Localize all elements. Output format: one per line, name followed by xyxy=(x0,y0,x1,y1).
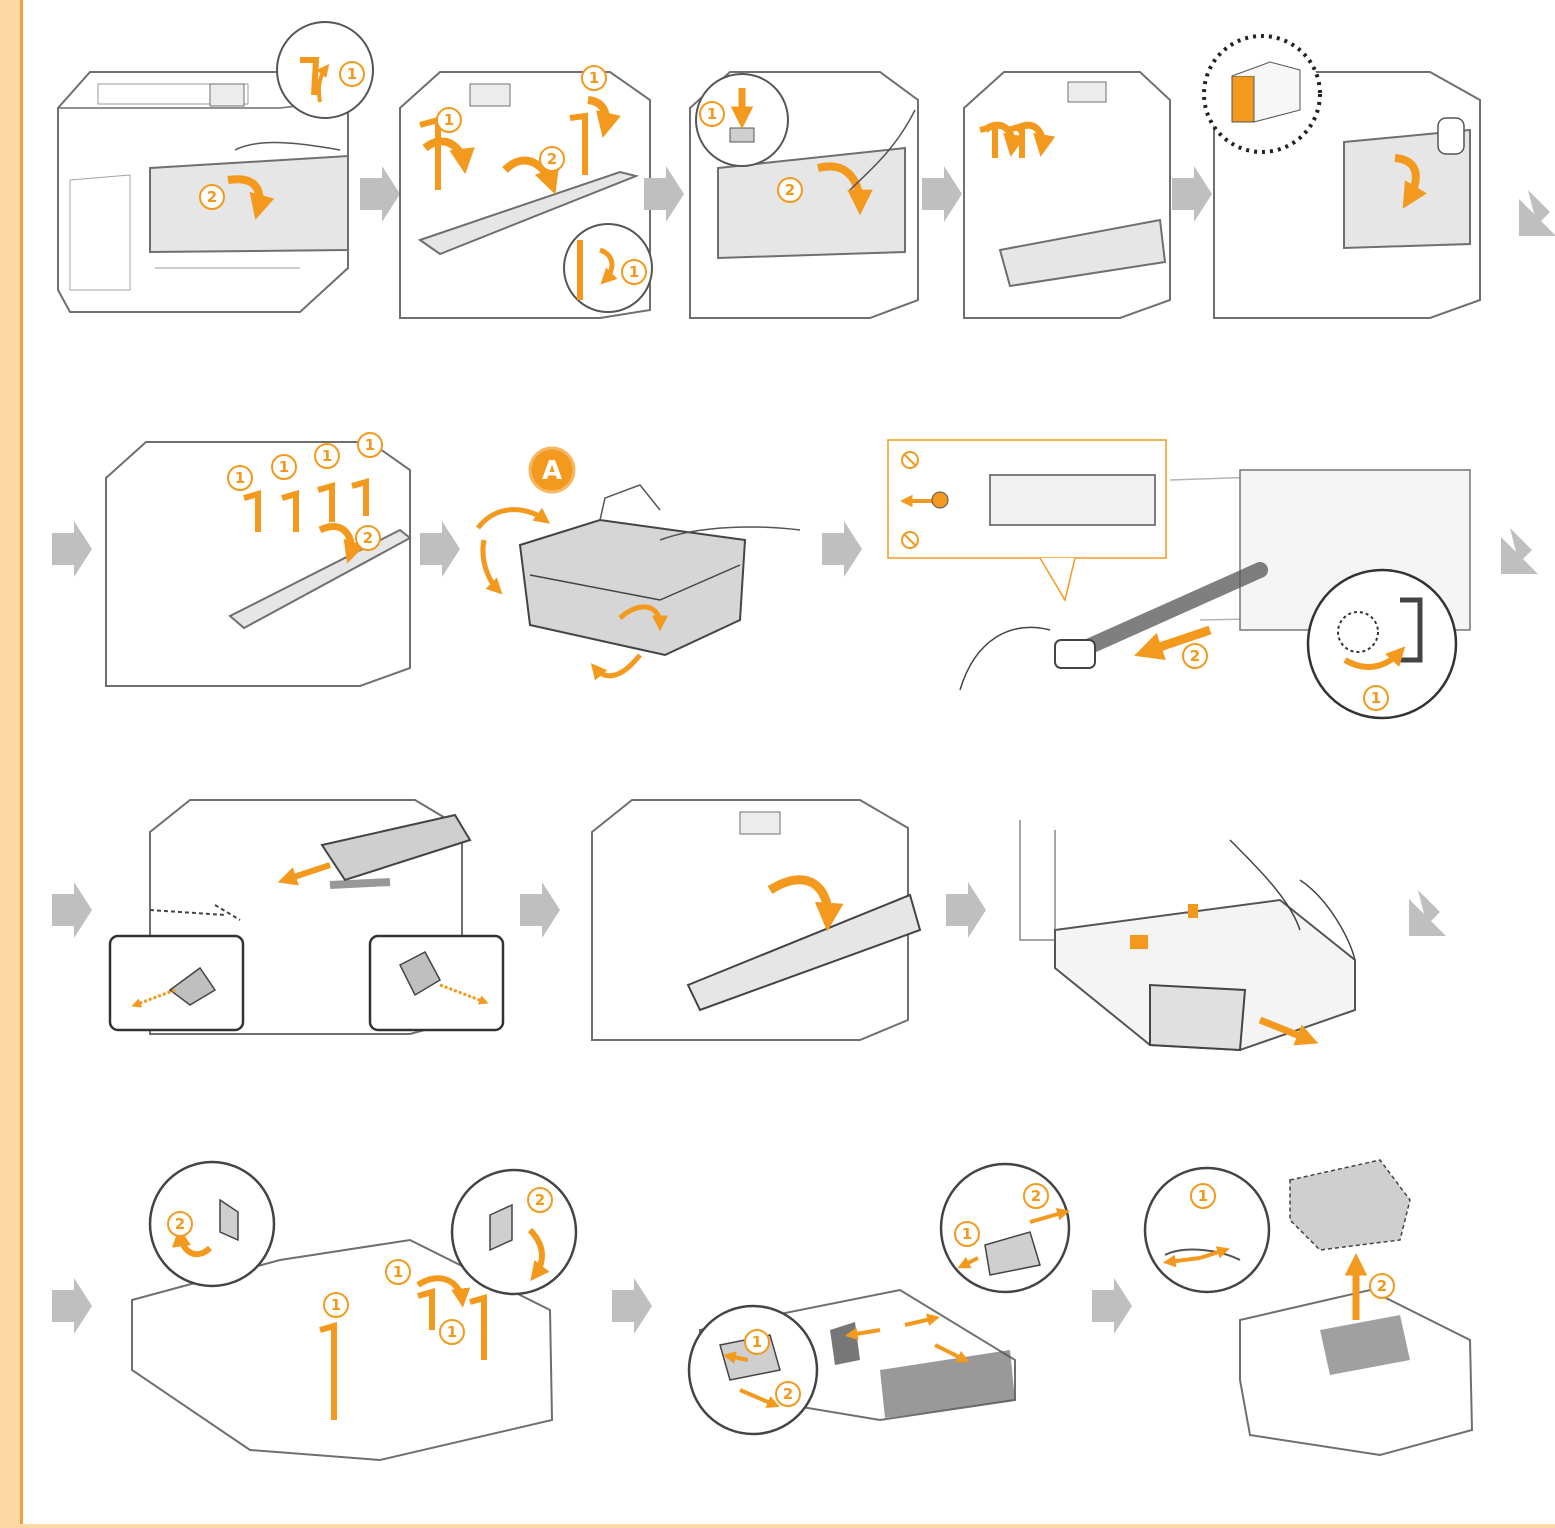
step-2-marker: 2 xyxy=(363,529,373,547)
flow-arrow-right xyxy=(420,521,460,577)
step-1-marker: 1 xyxy=(447,1323,457,1341)
step-2-marker: 2 xyxy=(1377,1277,1387,1295)
step-1-marker: 1 xyxy=(322,447,332,465)
panel-open-front-cover-remove-tape: 1 2 xyxy=(57,21,374,313)
step-1-marker: 1 xyxy=(331,1296,341,1314)
flow-arrow-down-left xyxy=(1501,528,1538,574)
step-1-marker: 1 xyxy=(393,1263,403,1281)
step-1-marker: 1 xyxy=(707,105,717,123)
panel-remove-drawer-tapes: 1 1 1 2 2 xyxy=(131,1160,578,1462)
step-2-marker: 2 xyxy=(785,181,795,199)
flow-arrow-right xyxy=(52,521,92,577)
flow-arrow-right xyxy=(52,1278,92,1334)
step-1-marker: 1 xyxy=(1371,689,1381,707)
flow-arrow-down-left xyxy=(1409,890,1446,936)
step-1-marker: 1 xyxy=(629,263,639,281)
panel-open-rear-cover xyxy=(1202,34,1481,319)
step-2-marker: 2 xyxy=(783,1385,793,1403)
flow-arrow-right xyxy=(946,882,986,938)
panel-remove-packing-material: 2 1 xyxy=(1143,1159,1474,1457)
panel-insert-toner-cartridge xyxy=(108,799,505,1035)
panel-adjust-paper-guides: 1 2 1 2 xyxy=(687,1162,1071,1436)
flow-arrow-down-left xyxy=(1519,190,1555,236)
flow-arrow-right xyxy=(520,882,560,938)
flow-arrow-right xyxy=(1172,166,1212,222)
step-1-marker: 1 xyxy=(235,469,245,487)
flow-arrow-right xyxy=(822,521,862,577)
panel-press-button-open-cover: 1 2 xyxy=(689,71,919,319)
flow-arrow-right xyxy=(644,166,684,222)
step-1-marker: 1 xyxy=(962,1225,972,1243)
step-1-marker: 1 xyxy=(1198,1187,1208,1205)
panel-remove-rear-tapes: 1 1 1 1 2 xyxy=(105,432,412,687)
badge-a-label: A xyxy=(542,456,562,486)
flow-arrow-right xyxy=(360,166,400,222)
step-2-marker: 2 xyxy=(535,1191,545,1209)
flow-arrow-right xyxy=(612,1278,652,1334)
bottom-border xyxy=(0,1524,1555,1528)
step-2-marker: 2 xyxy=(175,1215,185,1233)
panel-shake-toner-cartridge: A xyxy=(475,446,801,681)
panel-remove-tapes-inside xyxy=(963,71,1171,319)
step-1-marker: 1 xyxy=(444,111,454,129)
step-1-marker: 1 xyxy=(347,65,357,83)
flow-arrow-right xyxy=(52,882,92,938)
step-1-marker: 1 xyxy=(752,1333,762,1351)
step-2-marker: 2 xyxy=(207,188,217,206)
step-1-marker: 1 xyxy=(365,436,375,454)
step-1-marker: 1 xyxy=(589,69,599,87)
step-2-marker: 2 xyxy=(1031,1187,1041,1205)
step-2-marker: 2 xyxy=(547,150,557,168)
panel-pull-out-paper-drawer xyxy=(1019,820,1356,1052)
panel-close-front-cover xyxy=(591,799,922,1041)
panel-pull-sealing-tape: 2 1 xyxy=(887,439,1471,720)
panel-remove-inner-tapes: 1 1 2 1 xyxy=(399,65,653,319)
step-1-marker: 1 xyxy=(279,458,289,476)
flow-arrow-right xyxy=(922,166,962,222)
badge-a xyxy=(528,446,576,494)
step-2-marker: 2 xyxy=(1190,647,1200,665)
flow-arrow-right xyxy=(1092,1278,1132,1334)
sidebar-stripe xyxy=(0,0,23,1528)
